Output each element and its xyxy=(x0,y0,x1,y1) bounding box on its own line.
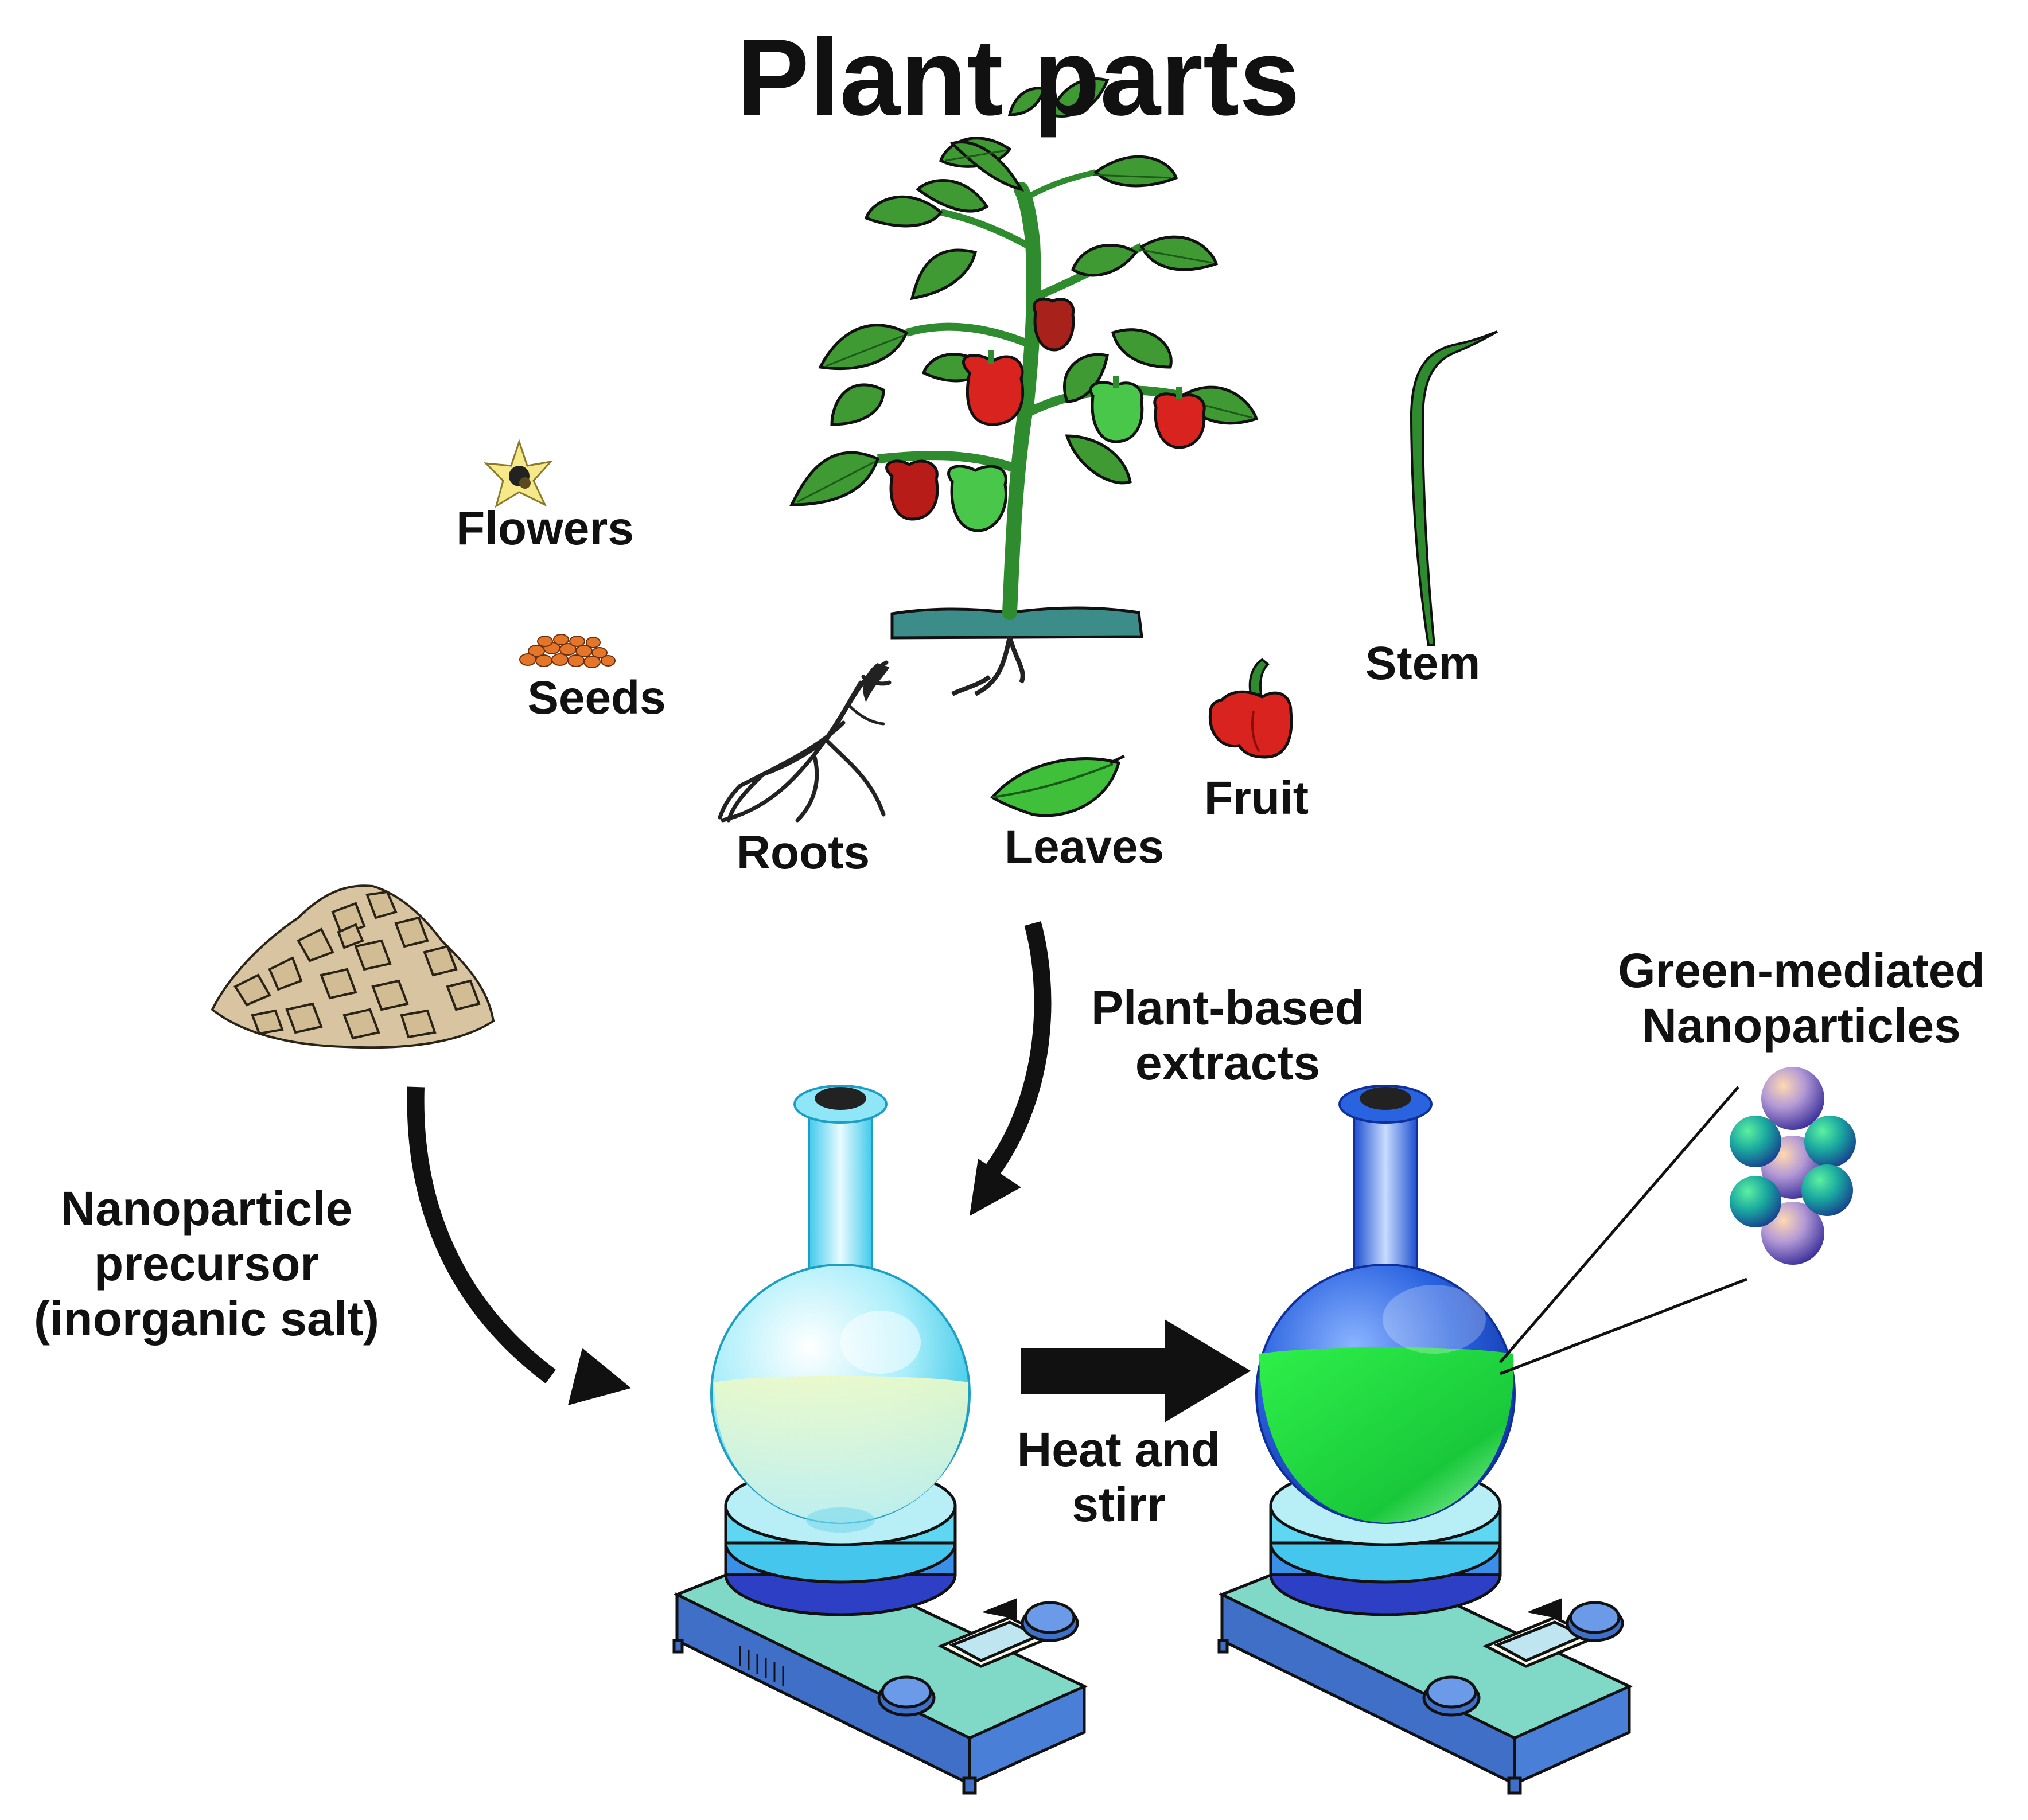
label-flowers: Flowers xyxy=(456,502,634,555)
flower-icon xyxy=(484,439,554,508)
seeds-icon xyxy=(519,634,616,668)
label-extracts-line1: Plant-based xyxy=(1091,981,1365,1035)
page-title: Plant parts xyxy=(737,17,1300,138)
label-precursor: Nanoparticle precursor (inorganic salt) xyxy=(0,1182,413,1346)
zoom-pointer-lines xyxy=(1499,1086,1747,1375)
precursor-arrow xyxy=(407,1086,631,1405)
flask-icon xyxy=(1255,1085,1516,1524)
pepper-fruit-icon xyxy=(1208,658,1293,759)
label-stem: Stem xyxy=(1365,637,1481,689)
process-arrow xyxy=(1021,1319,1251,1423)
pepper-plant-icon xyxy=(789,77,1259,696)
leaf-icon xyxy=(990,754,1126,817)
label-fruit: Fruit xyxy=(1204,772,1309,824)
label-seeds: Seeds xyxy=(527,672,666,724)
label-product-line1: Green-mediated xyxy=(1618,944,1985,997)
label-extracts-line2: extracts xyxy=(1135,1035,1321,1090)
label-process-line2: stirr xyxy=(1072,1477,1166,1531)
label-product: Green-mediated Nanoparticles xyxy=(1589,944,2014,1054)
extract-arrow xyxy=(970,921,1052,1216)
salt-pile-icon xyxy=(211,884,495,1049)
flask-icon xyxy=(710,1085,971,1533)
label-product-line2: Nanoparticles xyxy=(1642,998,1961,1053)
label-leaves: Leaves xyxy=(1004,821,1165,873)
label-precursor-line3: (inorganic salt) xyxy=(33,1291,380,1346)
label-extracts: Plant-based extracts xyxy=(1033,981,1423,1091)
label-roots: Roots xyxy=(736,827,870,879)
label-process: Heat and stirr xyxy=(964,1423,1274,1533)
label-precursor-line1: Nanoparticle xyxy=(60,1182,353,1236)
root-icon xyxy=(718,660,892,823)
label-precursor-line2: precursor xyxy=(94,1236,320,1291)
label-process-line1: Heat and xyxy=(1017,1423,1221,1476)
nanoparticle-cluster-icon xyxy=(1730,1067,1856,1265)
stem-icon xyxy=(1410,330,1498,646)
